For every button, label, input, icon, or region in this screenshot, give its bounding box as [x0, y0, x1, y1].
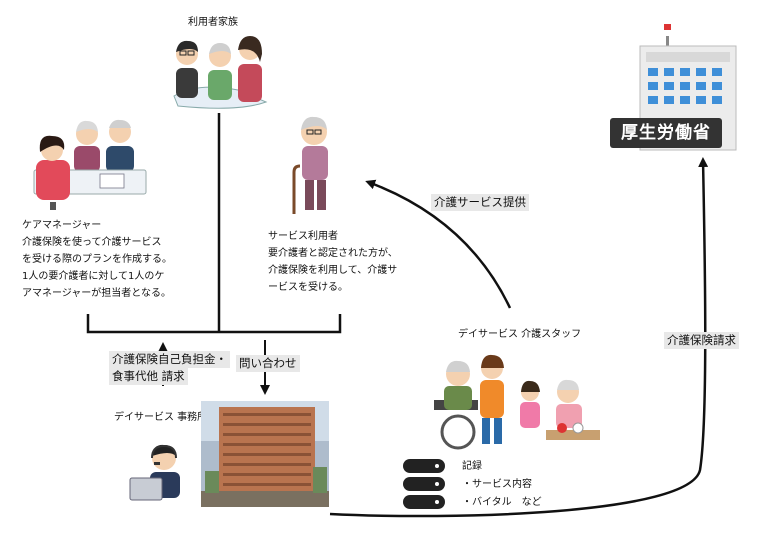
family-label: 利用者家族: [188, 17, 238, 28]
database-icon: [403, 459, 445, 509]
care-manager-illustration: [33, 119, 147, 210]
office-worker-illustration: [129, 444, 180, 501]
records-item-1: ・サービス内容: [462, 479, 532, 490]
care-service-provision-label: 介護サービス提供: [431, 194, 529, 211]
records-title: 記録: [462, 461, 482, 472]
care-manager-line-3: 1人の要介護者に対して1人のケ: [22, 271, 165, 282]
care-service-arrow: [365, 179, 512, 309]
service-user-line-1: 要介護者と認定された方が、: [268, 248, 398, 259]
care-manager-line-1: 介護保険を使って介護サービス: [22, 237, 162, 248]
care-manager-line-4: アマネージャーが担当者となる。: [22, 288, 171, 299]
care-manager-title: ケアマネージャー: [22, 220, 102, 231]
staff-illustration: [434, 354, 600, 450]
copay-label-line-2: 食事代他 請求: [109, 368, 188, 385]
ministry-building-illustration: [610, 24, 737, 151]
staff-label: デイサービス 介護スタッフ: [458, 329, 582, 340]
insurance-claim-label: 介護保険請求: [664, 332, 739, 349]
service-user-illustration: [292, 116, 328, 214]
insurance-claim-arrow: [329, 157, 709, 518]
care-manager-line-2: を受ける際のプランを作成する。: [22, 254, 172, 265]
office-building-photo: [201, 401, 329, 507]
inquiry-label: 問い合わせ: [236, 355, 300, 372]
users-bracket: [86, 314, 342, 334]
copay-label-line-1: 介護保険自己負担金・: [109, 351, 230, 368]
ministry-label: 厚生労働省: [621, 123, 711, 143]
office-label: デイサービス 事務所: [114, 412, 208, 423]
records-item-2: ・バイタル など: [462, 497, 542, 508]
service-user-title: サービス利用者: [268, 231, 338, 242]
service-user-line-2: 介護保険を利用して、介護サ: [268, 265, 398, 276]
family-illustration: [173, 36, 268, 109]
service-user-line-3: ービスを受ける。: [268, 282, 348, 293]
